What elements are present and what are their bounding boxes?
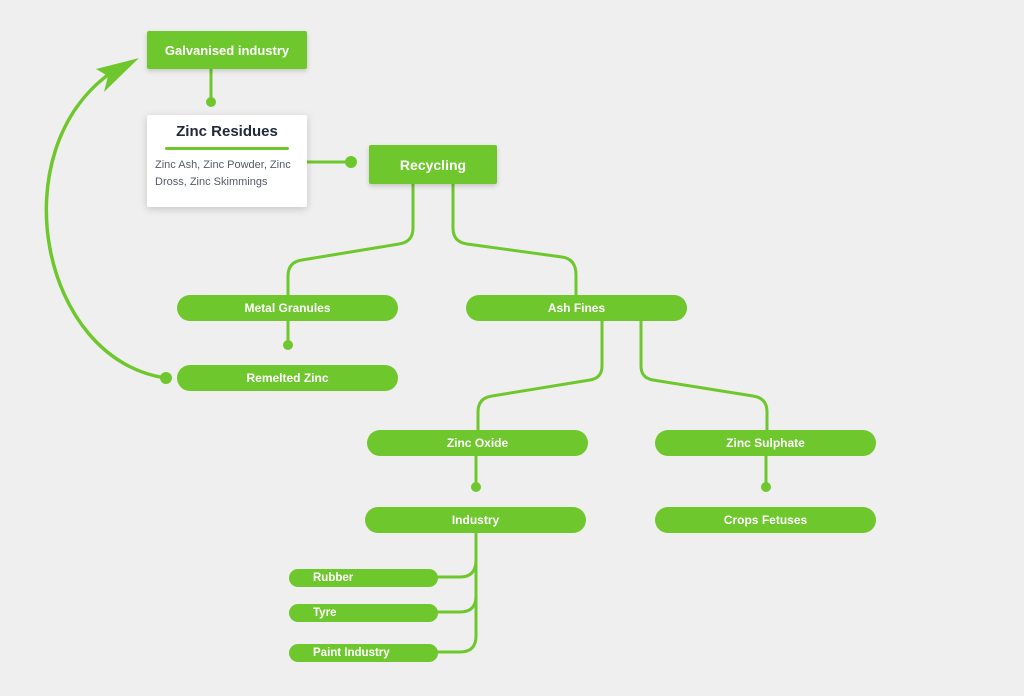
zinc-residues-title: Zinc Residues xyxy=(176,123,278,140)
node-rubber: Rubber xyxy=(289,569,438,587)
node-zinc-oxide: Zinc Oxide xyxy=(367,430,588,456)
connector-dot xyxy=(206,97,216,107)
connector-dot xyxy=(283,340,293,350)
node-tyre: Tyre xyxy=(289,604,438,622)
node-recycling: Recycling xyxy=(369,145,497,184)
node-zinc-sulphate: Zinc Sulphate xyxy=(655,430,876,456)
edge-industry-to-paint xyxy=(435,530,478,654)
node-crops-fetuses: Crops Fetuses xyxy=(655,507,876,533)
title-underline xyxy=(165,147,289,150)
node-galvanised-industry: Galvanised industry xyxy=(147,31,307,69)
connector-dot xyxy=(345,156,357,168)
edge-recycling-to-ash-fines xyxy=(451,182,578,297)
edge-remelted-to-galvanised xyxy=(44,70,168,380)
edge-recycling-to-metal-granules xyxy=(286,182,415,297)
arrowhead-icon xyxy=(96,58,139,92)
zinc-residues-description: Zinc Ash, Zinc Powder, Zinc Dross, Zinc … xyxy=(155,159,291,188)
node-zinc-residues: Zinc Residues Zinc Ash, Zinc Powder, Zin… xyxy=(147,115,307,207)
connector-dot xyxy=(160,372,172,384)
edge-industry-to-tyre xyxy=(435,594,478,614)
connector-dot xyxy=(471,482,481,492)
node-ash-fines: Ash Fines xyxy=(466,295,687,321)
node-paint-industry: Paint Industry xyxy=(289,644,438,662)
node-remelted-zinc: Remelted Zinc xyxy=(177,365,398,391)
edge-ash-fines-to-zinc-oxide xyxy=(476,318,604,432)
connector-dot xyxy=(761,482,771,492)
edge-ash-fines-to-zinc-sulphate xyxy=(639,318,769,432)
edge-industry-to-rubber xyxy=(435,558,478,579)
node-industry: Industry xyxy=(365,507,586,533)
node-metal-granules: Metal Granules xyxy=(177,295,398,321)
